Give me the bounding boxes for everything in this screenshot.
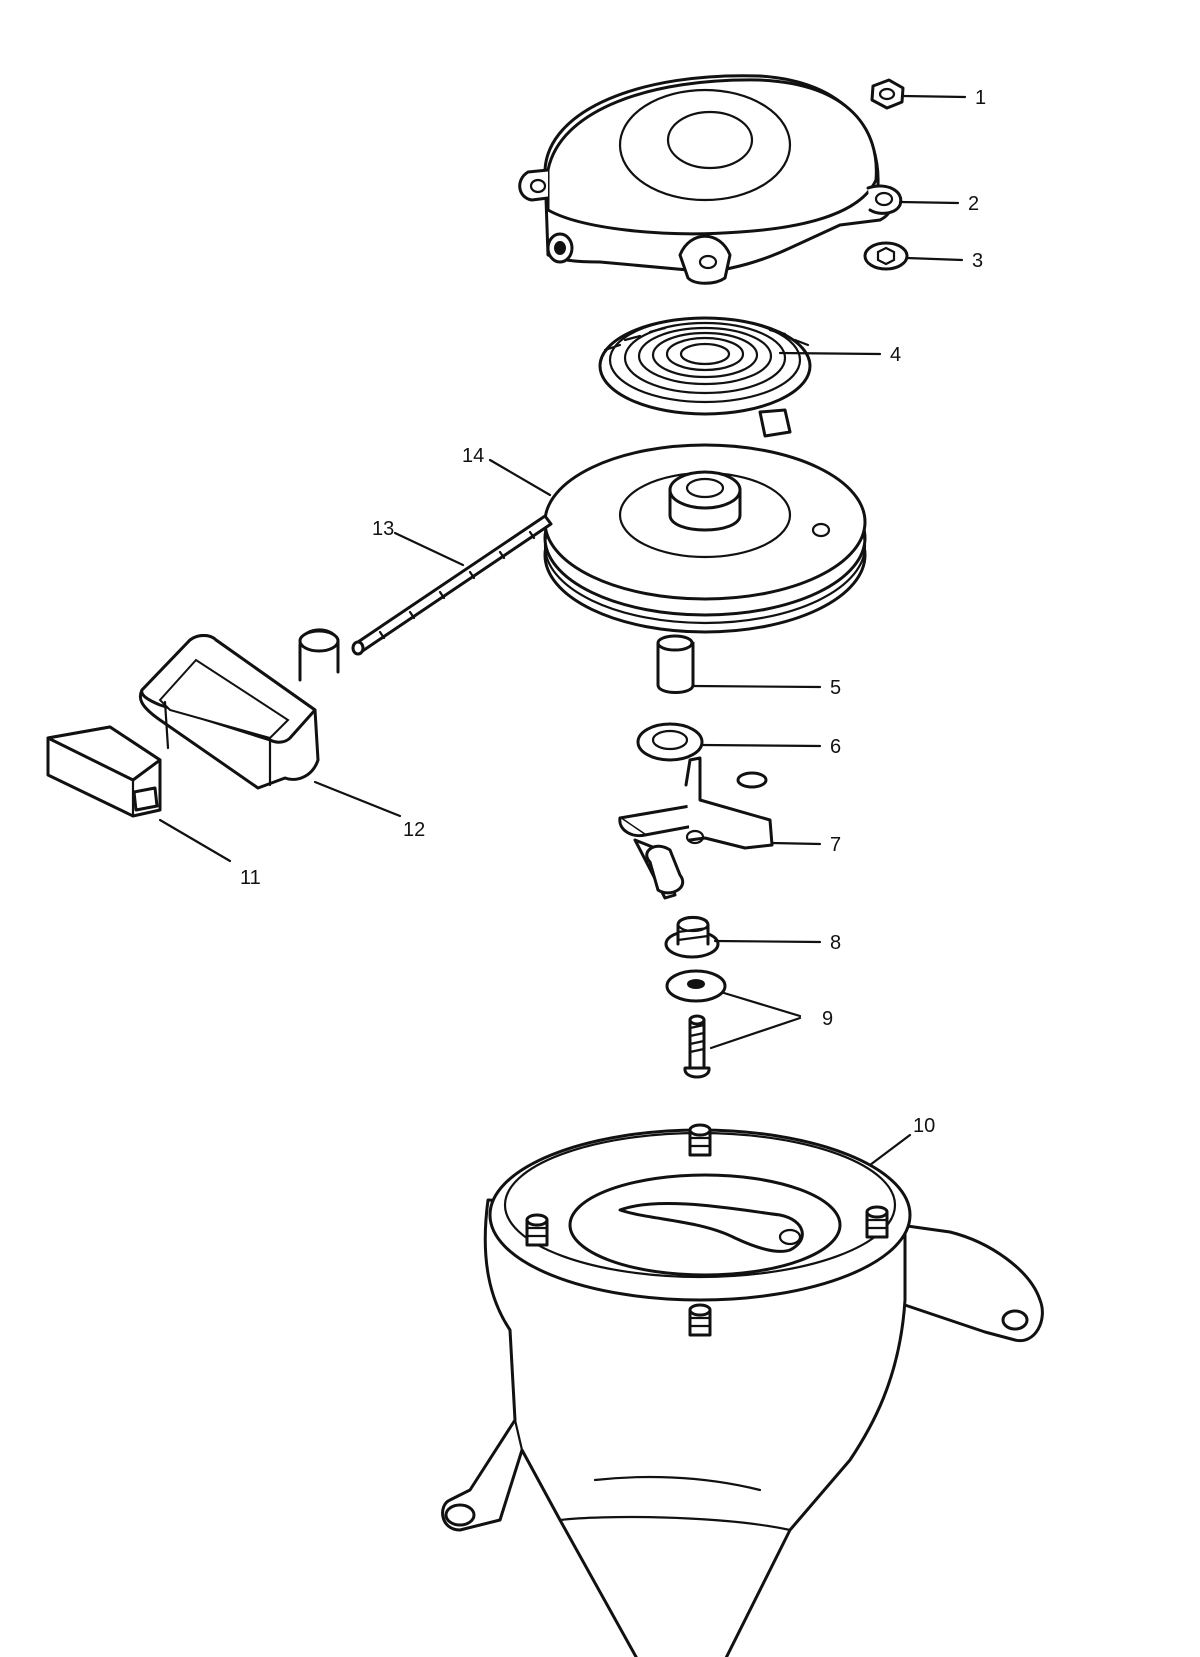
part-9-washer-and-screw [665,969,727,1079]
callout-7: 7 [830,834,841,856]
part-7-pawl [618,756,774,900]
callout-labels: 1 2 3 4 5 6 7 8 9 10 11 12 13 14 [240,87,986,1137]
callout-5: 5 [830,677,841,699]
part-11-handle-insert [46,725,162,818]
part-5-bushing [656,634,695,694]
callout-10: 10 [913,1115,935,1137]
callout-14: 14 [462,445,484,467]
callout-9: 9 [822,1008,833,1030]
callout-1: 1 [975,87,986,109]
callout-6: 6 [830,736,841,758]
callout-11: 11 [240,867,261,889]
callout-12: 12 [403,819,425,841]
part-4-recoil-spring [598,316,812,438]
part-14-pulley [543,443,867,634]
callout-8: 8 [830,932,841,954]
callout-13: 13 [372,518,394,540]
leader-lines [158,94,967,1167]
part-3-lock-washer [863,241,909,271]
part-6-washer [636,722,704,762]
part-1-hex-nut [870,78,905,110]
callout-3: 3 [972,250,983,272]
part-12-starter-handle [138,628,340,790]
part-2-starter-cover [518,74,903,285]
callout-4: 4 [890,344,901,366]
part-8-friction-spring [664,915,720,959]
part-13-starter-rope [351,514,553,656]
part-10-starter-base [441,1123,1044,1657]
callout-2: 2 [968,193,979,215]
